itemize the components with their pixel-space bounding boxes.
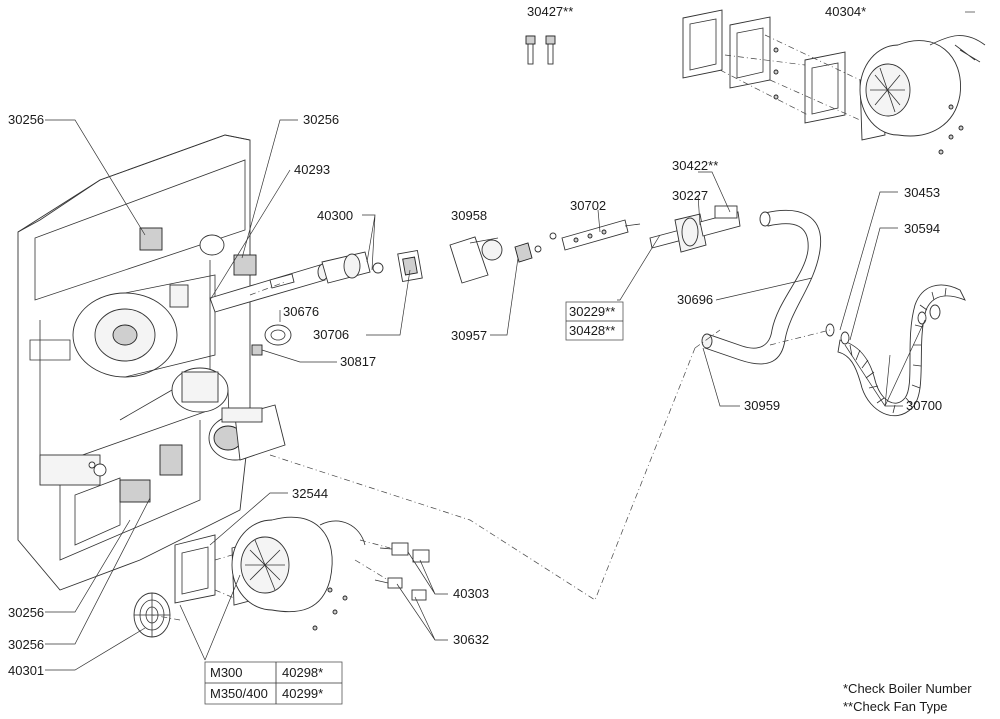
electrode-30702 [561,219,641,251]
label-40300: 40300 [317,208,353,223]
leader-lines [45,11,975,671]
table-fan-type-parts: 30229** 30428** [565,301,624,341]
model-m300-part: 40298* [282,665,323,680]
label-30959: 30959 [744,398,780,413]
label-40303: 40303 [453,586,489,601]
nozzle-30957 [514,232,557,263]
label-30256-a: 30256 [8,112,44,127]
fan-40304 [682,9,986,155]
model-m300: M300 [210,665,243,680]
label-40293: 40293 [294,162,330,177]
label-30594: 30594 [904,221,940,236]
label-40304: 40304* [825,4,866,19]
label-30453: 30453 [904,185,940,200]
model-m350-400-part: 40299* [282,686,323,701]
label-32544: 32544 [292,486,328,501]
hose-30696 [701,209,822,365]
label-40301: 40301 [8,663,44,678]
label-30706: 30706 [313,327,349,342]
label-30422: 30422** [672,158,718,173]
fan-unit-30227 [649,205,741,253]
label-30700: 30700 [906,398,942,413]
fan-40298 [174,516,366,631]
label-30256-d: 30256 [8,637,44,652]
label-30817: 30817 [340,354,376,369]
label-30676: 30676 [283,304,319,319]
corrugated-hose-30700 [825,284,966,417]
label-30256-b: 30256 [303,112,339,127]
burner-housing [72,274,231,441]
label-30702: 30702 [570,198,606,213]
label-30256-c: 30256 [8,605,44,620]
bolts-30427 [525,35,556,65]
burner-flange-30958 [449,236,503,284]
boiler-controls [119,227,257,503]
pump-motor [208,404,286,461]
label-30227: 30227 [672,188,708,203]
label-30229: 30229** [569,304,615,319]
label-30957: 30957 [451,328,487,343]
label-30428: 30428** [569,323,615,338]
switches [374,542,430,601]
footnotes: *Check Boiler Number **Check Fan Type [843,681,972,714]
label-30696: 30696 [677,292,713,307]
label-30958: 30958 [451,208,487,223]
assembly-lines [151,34,861,621]
note-boiler-number: *Check Boiler Number [843,681,972,696]
model-m350-400: M350/400 [210,686,268,701]
note-fan-type: **Check Fan Type [843,699,948,714]
label-30632: 30632 [453,632,489,647]
table-model-fans: M300 40298* M350/400 40299* [204,661,343,705]
part-labels: 30256 30256 40293 40300 30958 30702 3042… [8,4,942,678]
label-30427: 30427** [527,4,573,19]
